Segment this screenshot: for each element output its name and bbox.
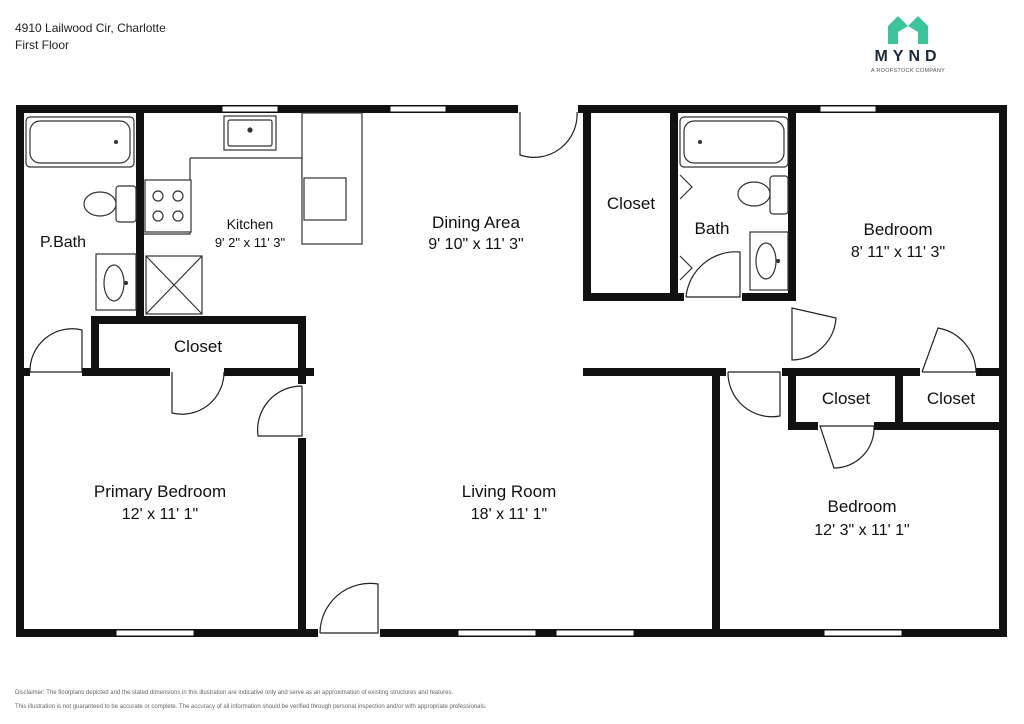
door-swing: [819, 425, 875, 469]
window: [823, 629, 903, 637]
door-swing: [171, 371, 225, 415]
house-logo-icon: [888, 16, 928, 44]
room-label: Closet: [174, 337, 222, 356]
wall: [91, 316, 306, 376]
room-label: Primary Bedroom: [94, 482, 226, 501]
door-opening: [518, 105, 578, 113]
wall: [788, 368, 1007, 430]
fridge: [303, 177, 347, 221]
logo-wordmark: MYND: [874, 48, 942, 65]
toilet-bowl: [737, 181, 771, 207]
window: [457, 629, 537, 637]
mynd-logo: MYND A ROOFSTOCK COMPANY: [862, 12, 954, 78]
room-dims: 12' x 11' 1": [122, 506, 198, 523]
door-swing: [256, 385, 303, 437]
door-swing: [791, 307, 837, 361]
room-label: Closet: [927, 389, 975, 408]
window: [819, 105, 877, 113]
window: [221, 105, 279, 113]
room-dims: 9' 10" x 11' 3": [428, 236, 523, 253]
door-swing: [685, 251, 741, 298]
door-swing: [921, 327, 977, 373]
room-label: Living Room: [462, 482, 557, 501]
room-label: Closet: [607, 194, 655, 213]
room-label: Bedroom: [864, 220, 933, 239]
logo-tagline: A ROOFSTOCK COMPANY: [870, 68, 946, 74]
window: [115, 629, 195, 637]
window: [389, 105, 447, 113]
sink: [755, 242, 777, 280]
window: [555, 629, 635, 637]
floor-label: First Floor: [15, 38, 69, 52]
door-swing: [727, 371, 781, 418]
toilet-tank: [115, 185, 137, 223]
door-swing: [519, 111, 578, 158]
sink: [103, 264, 125, 302]
room-label: Kitchen: [227, 216, 274, 232]
bathtub-inner: [683, 120, 785, 164]
door-swing: [319, 582, 379, 634]
address-text: 4910 Lailwood Cir, Charlotte: [15, 21, 166, 35]
room-label: P.Bath: [40, 234, 86, 251]
toilet-tank: [769, 175, 789, 215]
room-label: Closet: [822, 389, 870, 408]
stove: [144, 179, 192, 233]
door-swing: [29, 328, 83, 373]
room-dims: 12' 3" x 11' 1": [814, 522, 909, 539]
room-dims: 8' 11" x 11' 3": [851, 244, 945, 261]
disclaimer-line: This illustration is not guaranteed to b…: [15, 704, 487, 710]
room-dims: 18' x 11' 1": [471, 506, 547, 523]
bathtub-inner: [29, 120, 131, 164]
room-label: Bedroom: [828, 497, 897, 516]
room-dims: 9' 2" x 11' 3": [215, 235, 286, 250]
room-label: Bath: [695, 219, 730, 238]
room-label: Dining Area: [432, 213, 520, 232]
toilet-bowl: [83, 191, 117, 217]
disclaimer-line: Disclaimer: The floorplans depicted and …: [15, 690, 454, 696]
